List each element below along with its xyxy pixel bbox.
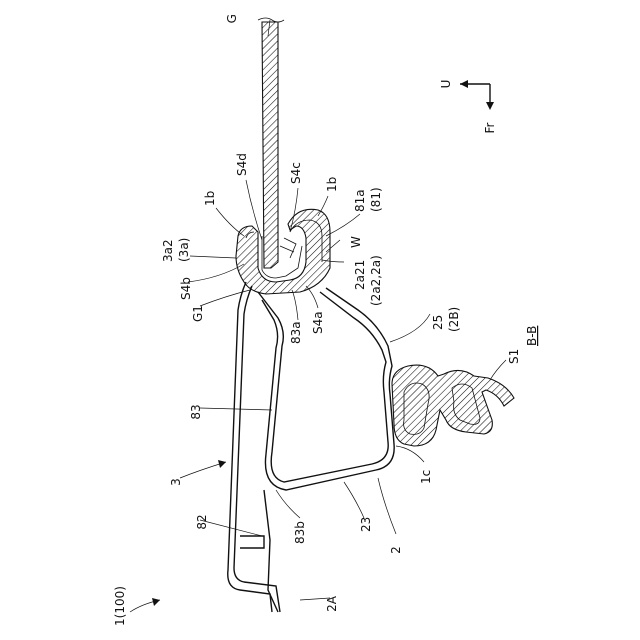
label-1b-left: 1b: [203, 191, 217, 206]
label-3a2: 3a2: [161, 239, 175, 262]
label-1-100: 1(100): [113, 586, 127, 626]
label-2a21: 2a21: [353, 260, 367, 290]
label-S1: S1: [507, 349, 521, 364]
label-83b: 83b: [293, 521, 307, 544]
label-W: W: [349, 236, 363, 248]
label-S4a: S4a: [311, 311, 325, 334]
glass-run-seal: [236, 209, 330, 294]
label-81a: 81a: [353, 189, 367, 212]
labels: G U Fr S4d S4c 1b 1b 81a (81) 3a2 (3a) W…: [113, 14, 539, 626]
label-BB: B-B: [525, 326, 539, 346]
label-82: 82: [195, 514, 209, 529]
door-panel-inner: [258, 288, 394, 490]
label-U: U: [439, 80, 453, 89]
label-2B: (2B): [447, 307, 461, 332]
label-1b-right: 1b: [325, 177, 339, 192]
lower-flange: [240, 490, 278, 612]
direction-arrows: [460, 80, 494, 110]
label-23: 23: [359, 517, 373, 532]
label-2a21-paren: (2a2,2a): [369, 255, 383, 306]
label-25: 25: [431, 315, 445, 330]
label-3: 3: [169, 478, 183, 486]
label-83: 83: [189, 404, 203, 419]
label-1c: 1c: [419, 470, 433, 484]
label-81: (81): [369, 187, 383, 212]
label-G1: G1: [191, 305, 205, 322]
glass-panel: [258, 18, 284, 268]
label-S4d: S4d: [235, 153, 249, 176]
label-83a: 83a: [289, 321, 303, 344]
label-2: 2: [389, 546, 403, 554]
weatherstrip-S1: [392, 365, 514, 446]
label-3a: (3a): [177, 238, 191, 262]
label-2A: 2A: [325, 595, 339, 612]
label-S4c: S4c: [289, 162, 303, 184]
label-S4b: S4b: [179, 277, 193, 300]
label-Fr: Fr: [483, 122, 497, 133]
label-G: G: [225, 14, 239, 23]
